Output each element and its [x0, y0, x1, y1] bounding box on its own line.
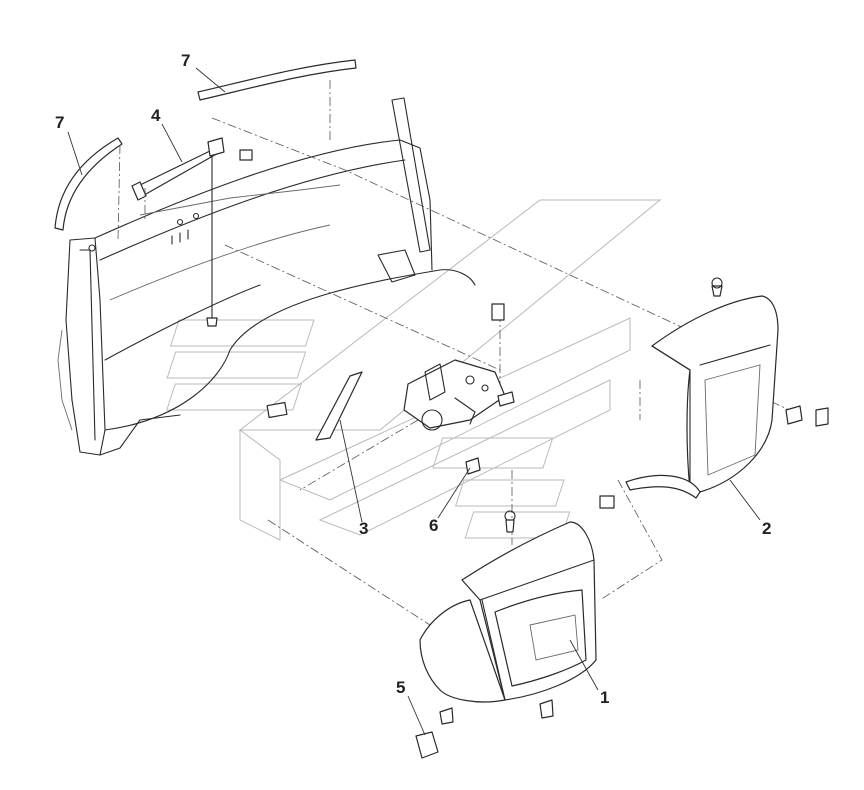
- callout-7-left: 7: [55, 113, 64, 132]
- seal-strip-top: [197, 59, 357, 101]
- watermark-logo: [166, 199, 662, 541]
- hinge-mechanism: [403, 303, 515, 475]
- cab-rear-panel: [57, 97, 476, 456]
- support-strut: [266, 371, 363, 441]
- callout-2: 2: [762, 519, 771, 538]
- callout-6: 6: [429, 516, 438, 535]
- callout-5: 5: [396, 678, 405, 697]
- leader-lines: [67, 67, 761, 736]
- seal-strip-left: [54, 137, 123, 231]
- callout-3: 3: [359, 519, 368, 538]
- callout-4: 4: [151, 106, 161, 125]
- lamp-housing-right: [599, 277, 829, 509]
- lamp-housing-front: [415, 510, 597, 759]
- callout-1: 1: [600, 688, 609, 707]
- callout-7-top: 7: [181, 51, 190, 70]
- bracket-rail: [131, 137, 253, 327]
